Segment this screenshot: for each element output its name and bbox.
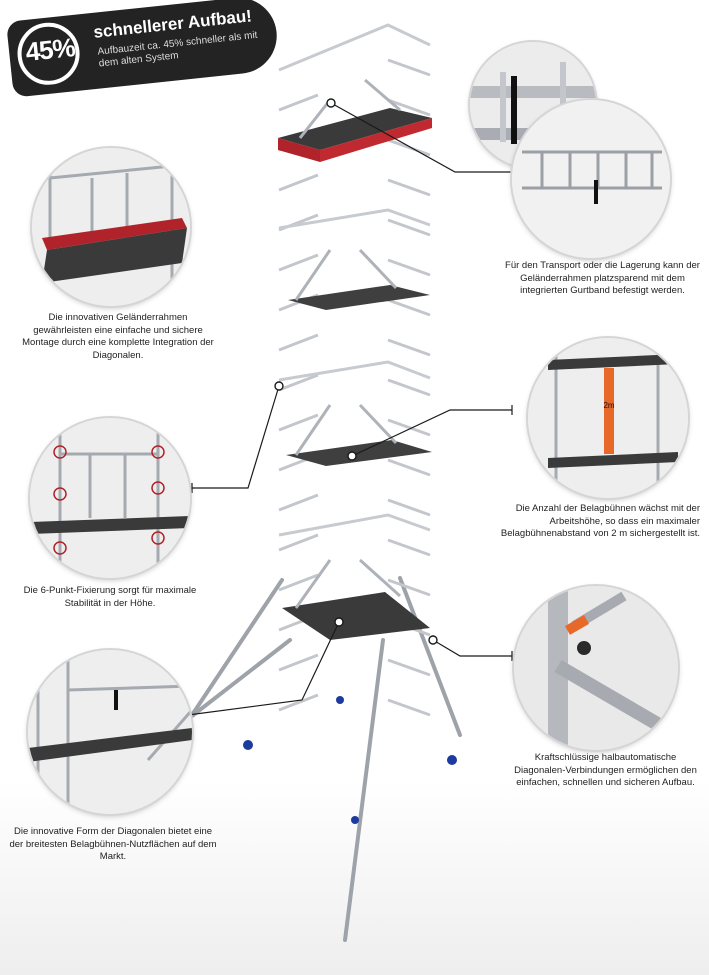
fixation-caption: Die 6-Punkt-Fixierung sorgt für maximale… (23, 585, 197, 609)
diagonal-form-image (28, 650, 192, 814)
fixation-detail-circle (30, 418, 190, 578)
guardrail-caption: Die innovativen Geländerrahmen gewährlei… (22, 312, 214, 361)
diagonal-connection-image (514, 586, 678, 750)
guardrail-detail-image (32, 148, 190, 306)
platform-spacing-circle: 2m (528, 338, 688, 498)
guardrail-detail-circle (32, 148, 190, 306)
connections-caption: Kraftschlüssige halbautomatische Diagona… (514, 752, 697, 788)
folded-guardrail-image (512, 100, 670, 258)
platform-spacing-image: 2m (528, 338, 688, 498)
diagonal-form-circle (28, 650, 192, 814)
diagonal-connection-circle (514, 586, 678, 750)
folded-guardrail-circle (512, 100, 670, 258)
platforms-caption: Die Anzahl der Belagbühnen wächst mit de… (500, 503, 700, 539)
diagonal-form-caption: Die innovative Form der Diagonalen biete… (9, 826, 217, 862)
fixation-detail-image (30, 418, 190, 578)
transport-caption: Für den Transport oder die Lagerung kann… (505, 260, 700, 296)
measure-label: 2m (603, 401, 614, 410)
